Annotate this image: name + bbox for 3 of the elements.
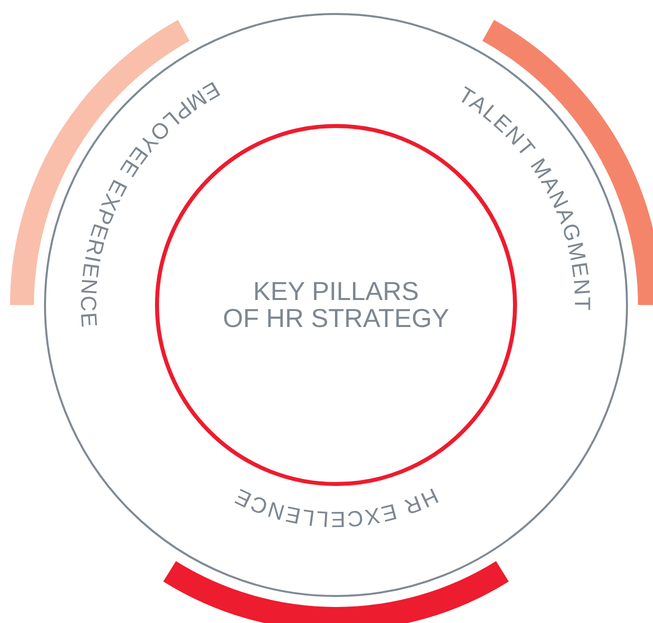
center-title: KEY PILLARS OF HR STRATEGY xyxy=(222,278,450,332)
outer-circle xyxy=(44,13,628,597)
arc-band xyxy=(163,561,509,623)
